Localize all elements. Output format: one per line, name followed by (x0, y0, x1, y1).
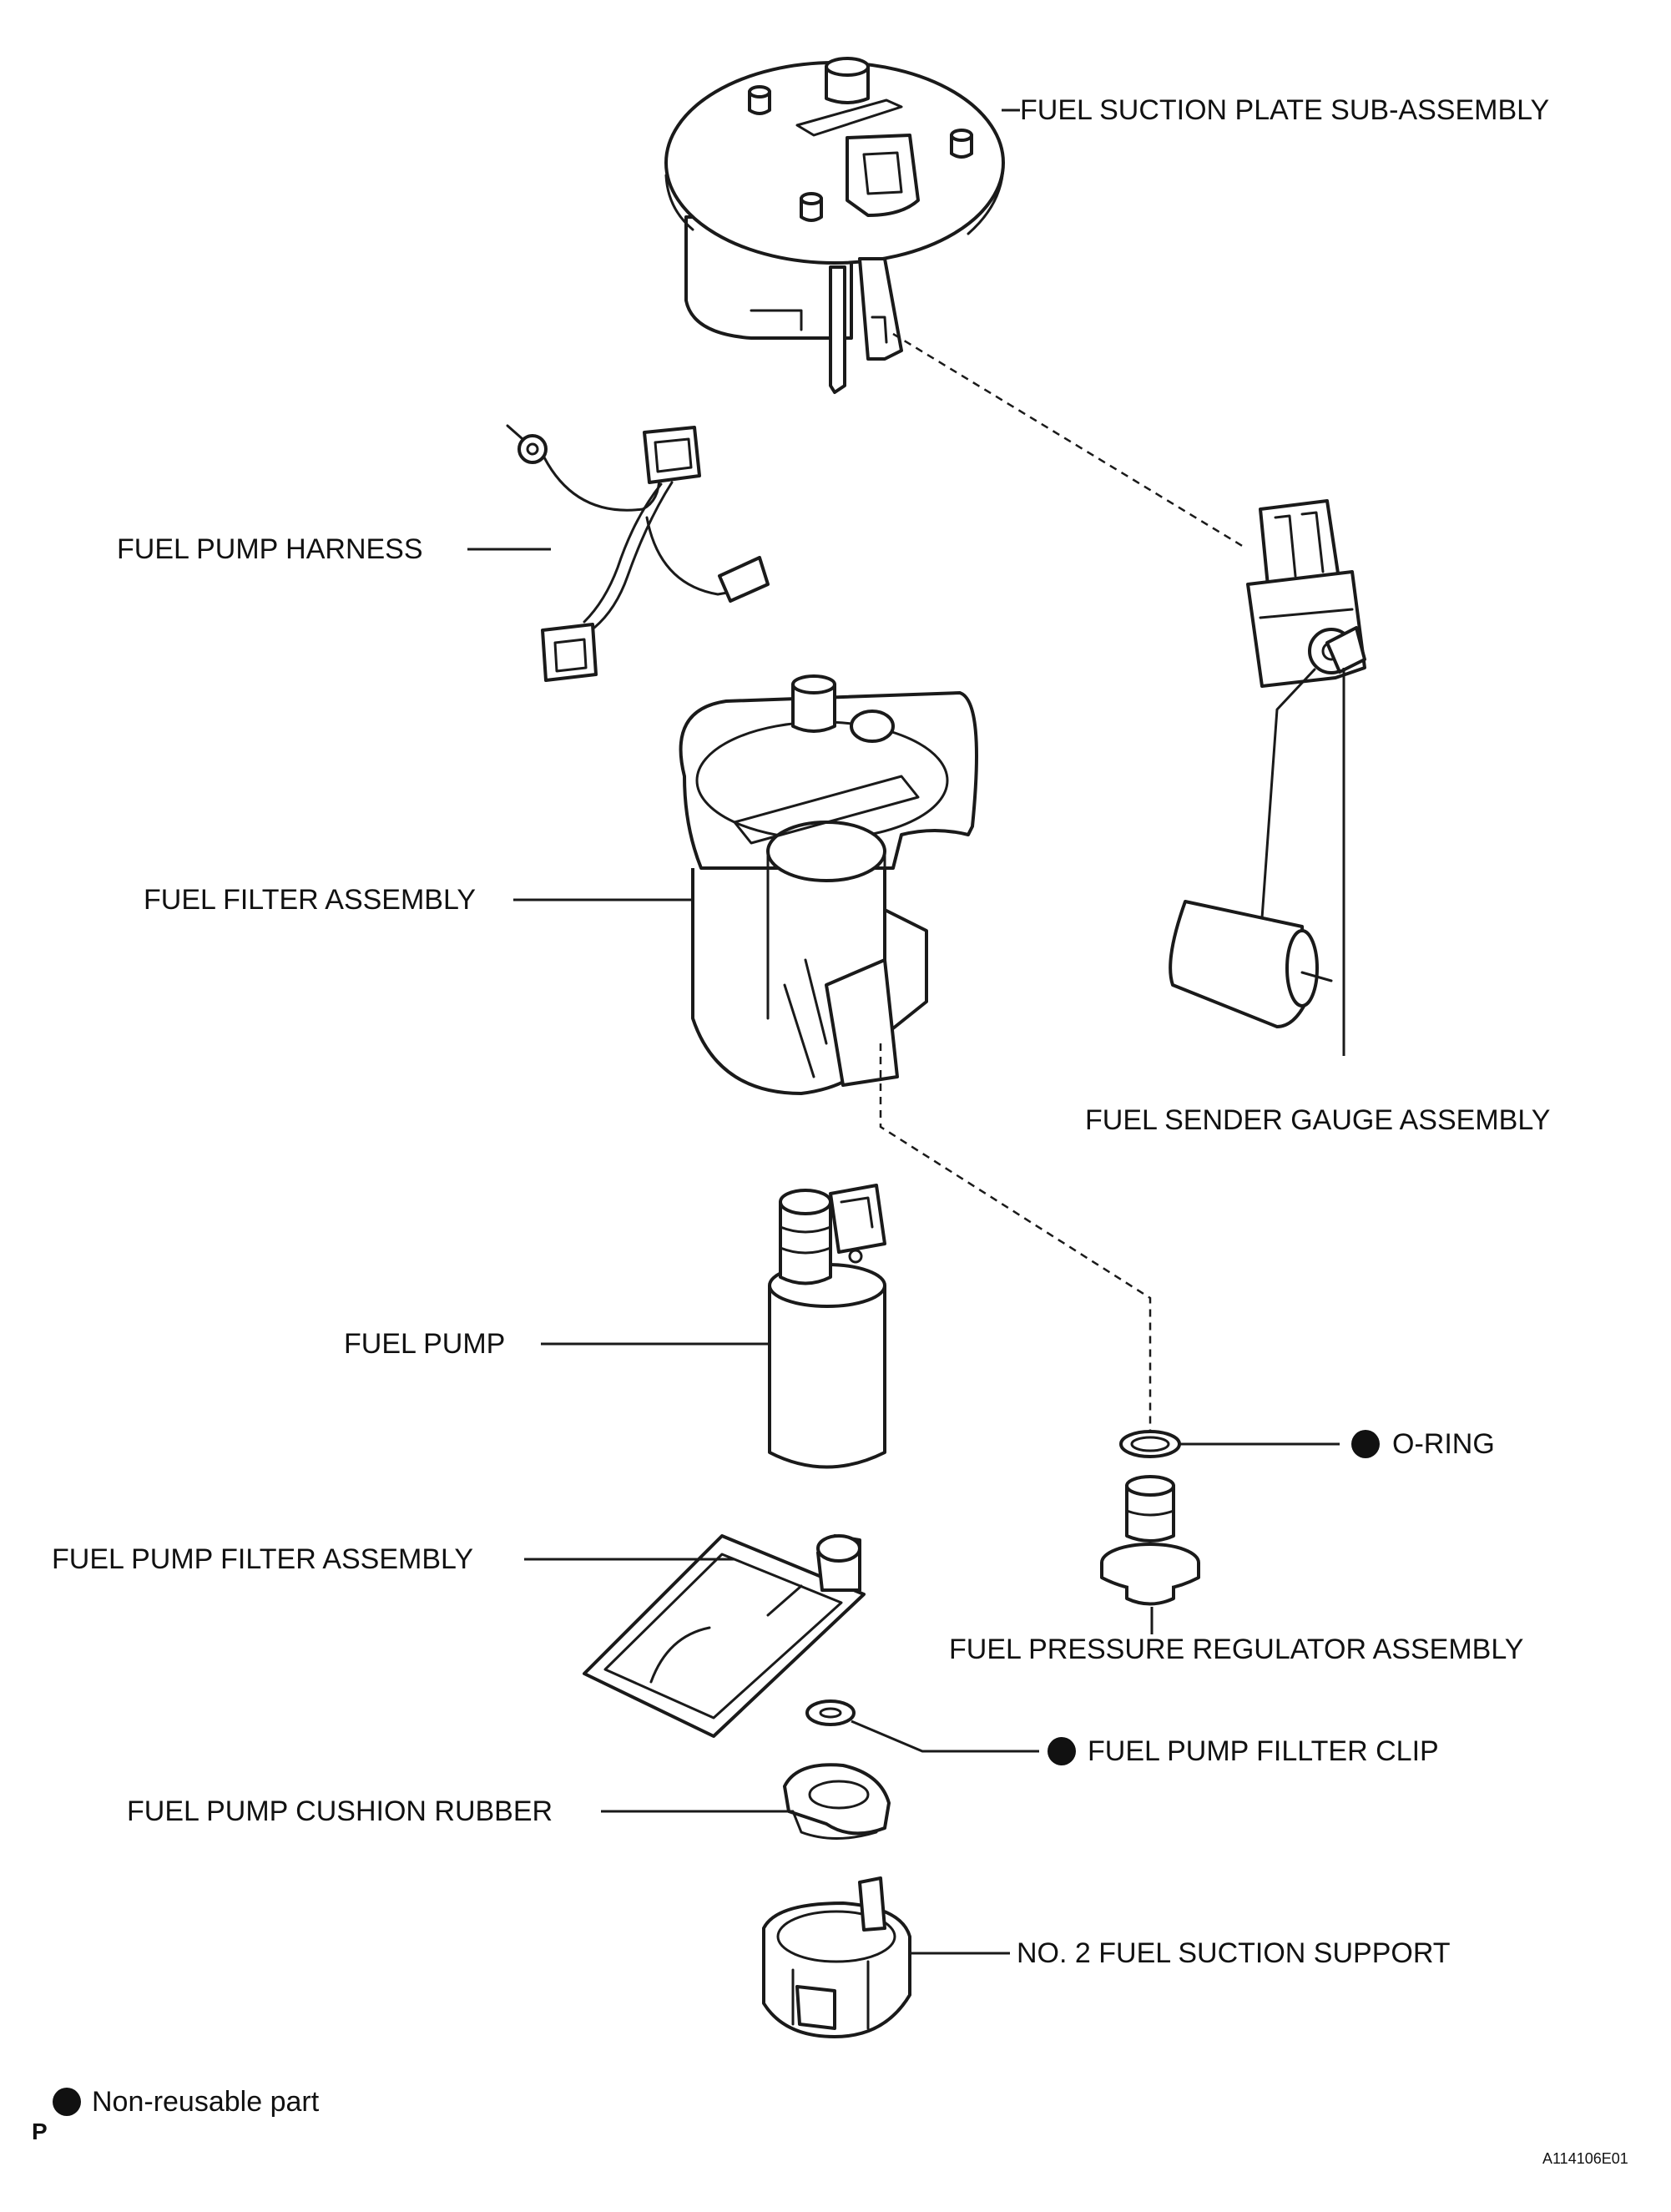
alignment-dashed-line (892, 332, 1244, 548)
alignment-dashed-line (879, 1043, 1152, 1432)
label-no2-fuel-suction-support: NO. 2 FUEL SUCTION SUPPORT (1017, 1937, 1451, 1969)
label-o-ring: O-RING (1392, 1428, 1495, 1460)
label-fuel-pump-harness: FUEL PUMP HARNESS (117, 533, 423, 565)
label-fuel-pressure-regulator: FUEL PRESSURE REGULATOR ASSEMBLY (949, 1634, 1524, 1665)
label-fuel-pump: FUEL PUMP (344, 1328, 506, 1360)
figure-id: A114106E01 (1542, 2150, 1628, 2167)
legend-text: Non-reusable part (92, 2086, 320, 2118)
label-fuel-pump-cushion-rubber: FUEL PUMP CUSHION RUBBER (127, 1795, 553, 1827)
fuel-pump-cushion-rubber-drawing (783, 1763, 891, 1840)
label-fuel-suction-plate: FUEL SUCTION PLATE SUB-ASSEMBLY (1020, 94, 1550, 126)
fuel-pressure-regulator-drawing (1100, 1475, 1200, 1606)
fuel-suction-plate-drawing (664, 57, 1005, 394)
label-fuel-pump-filter-assembly: FUEL PUMP FILTER ASSEMBLY (52, 1543, 474, 1575)
fuel-pump-drawing (768, 1184, 886, 1469)
no2-fuel-suction-support-drawing (762, 1876, 911, 2038)
fuel-pump-harness-drawing (506, 424, 770, 682)
label-fuel-filter-assembly: FUEL FILTER ASSEMBLY (144, 884, 477, 916)
legend-marker-letter: P (32, 2119, 48, 2144)
label-fuel-pump-filter-clip: FUEL PUMP FILLTER CLIP (1088, 1735, 1439, 1767)
fuel-filter-assembly-drawing (679, 674, 978, 1095)
o-ring-drawing (1119, 1430, 1181, 1458)
fuel-pump-filter-clip-drawing (805, 1699, 856, 1726)
fuel-pump-filter-drawing (583, 1534, 866, 1738)
non-reusable-marker-icon (53, 2088, 81, 2116)
label-fuel-sender-gauge: FUEL SENDER GAUGE ASSEMBLY (1085, 1104, 1551, 1136)
fuel-sender-gauge-drawing (1169, 499, 1366, 1028)
leader-line (851, 1720, 1039, 1753)
non-reusable-marker-icon (1048, 1737, 1076, 1765)
non-reusable-marker-icon (1351, 1430, 1380, 1458)
